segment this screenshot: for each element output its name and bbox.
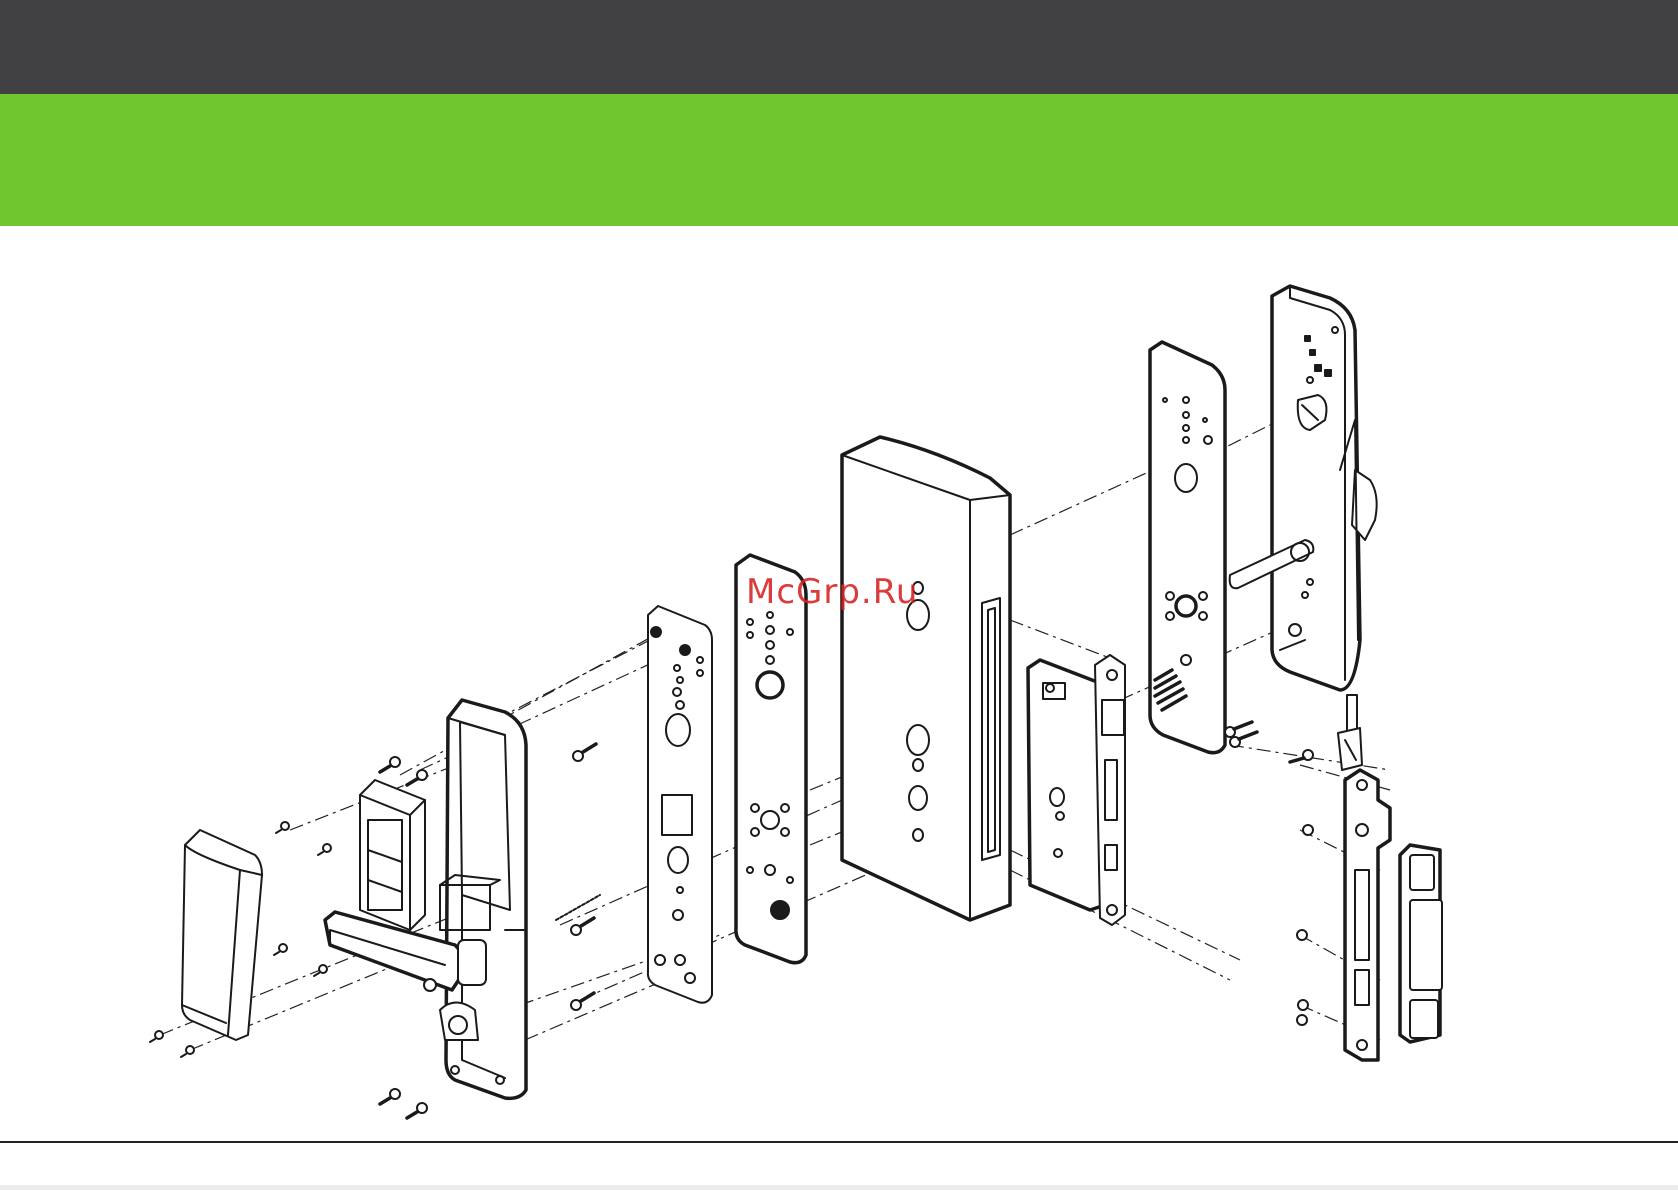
footer-rule bbox=[0, 1141, 1678, 1143]
watermark: McGrp.Ru bbox=[746, 572, 918, 612]
strike-box bbox=[1400, 845, 1442, 1042]
front-mounting-plate bbox=[648, 606, 712, 1003]
battery-cover bbox=[182, 830, 262, 1040]
mortise-lock bbox=[1028, 655, 1125, 925]
battery-pack bbox=[360, 780, 425, 930]
header-bar bbox=[0, 0, 1678, 94]
rear-handle-assembly bbox=[1230, 286, 1377, 690]
door bbox=[842, 437, 1010, 920]
strike-plate bbox=[1290, 750, 1390, 1060]
mounting-screws-front bbox=[556, 744, 600, 1010]
exploded-lock-diagram bbox=[0, 226, 1678, 1142]
front-gasket bbox=[736, 555, 806, 963]
rear-mounting-plate bbox=[1150, 342, 1257, 753]
title-band bbox=[0, 94, 1678, 226]
footer-strip bbox=[0, 1185, 1678, 1190]
mechanical-key bbox=[1338, 695, 1362, 770]
